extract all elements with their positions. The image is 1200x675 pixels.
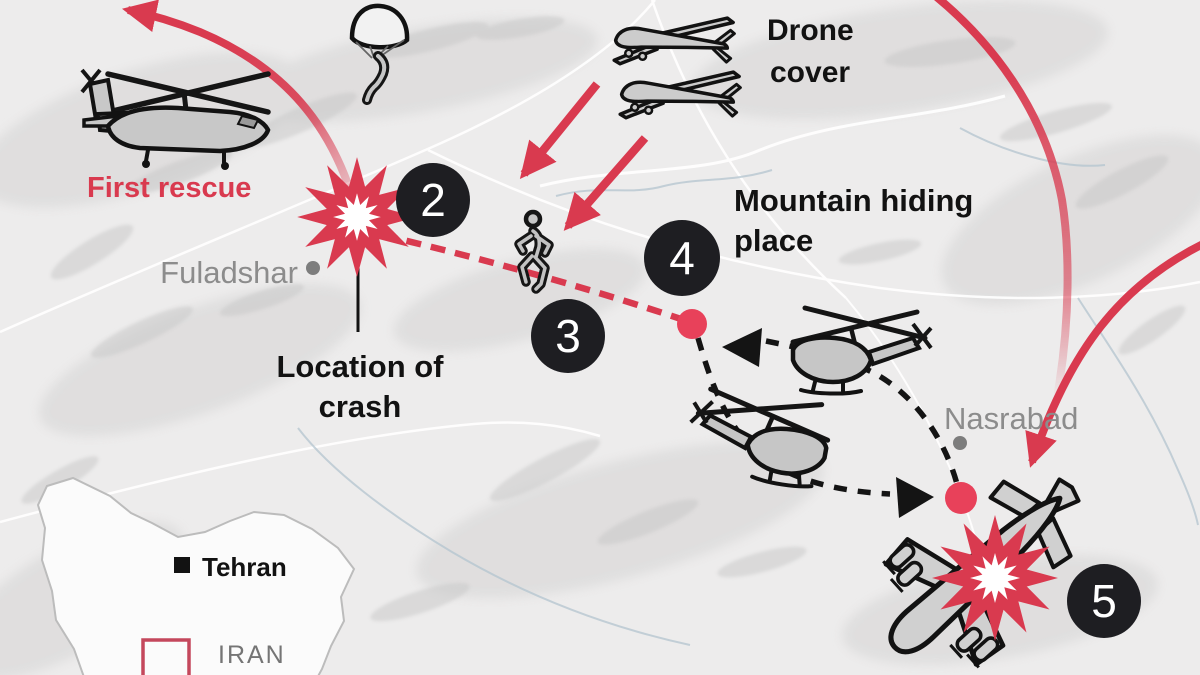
step-marker-2: 2 — [396, 163, 470, 237]
crash-starburst-icon — [297, 157, 417, 277]
fuladshar-city-dot — [306, 261, 320, 275]
ingress-arc-southeast-arrow — [1025, 241, 1200, 468]
mountain-hiding-label-line1: Mountain hiding — [734, 183, 973, 218]
utility-helicopter-icon-1 — [790, 305, 933, 396]
hideout-red-dot — [677, 309, 707, 339]
reaper-drone-icon-1 — [612, 16, 736, 66]
step-marker-2-number: 2 — [420, 174, 446, 226]
step-marker-5-number: 5 — [1091, 575, 1117, 627]
route-arrowhead-right — [896, 477, 934, 518]
utility-helicopter-icon-2 — [689, 386, 831, 489]
reaper-drone-icon-2 — [618, 70, 742, 120]
plane-crash-starburst-icon — [932, 515, 1058, 641]
parachutist-icon — [349, 3, 410, 105]
iran-label: IRAN — [218, 641, 286, 669]
route-arrowhead-left — [722, 328, 762, 367]
nasrabad-city-dot — [953, 436, 967, 450]
blackhawk-helicopter-icon — [80, 68, 271, 170]
location-of-crash-label-line2: crash — [319, 389, 402, 424]
tehran-square-marker — [174, 557, 190, 573]
running-soldier-icon — [514, 209, 554, 294]
iran-legend-box — [141, 638, 191, 675]
iran-country-shape — [36, 476, 356, 675]
ingress-arc-fading — [933, 0, 1072, 396]
step-marker-4: 4 — [644, 220, 720, 296]
egress-arc-northwest-arrow — [121, 0, 355, 195]
mountain-hiding-label-line2: place — [734, 223, 813, 258]
step-marker-4-number: 4 — [669, 232, 695, 284]
step-marker-3-number: 3 — [555, 310, 581, 362]
drone-cover-arrows — [519, 81, 649, 231]
drone-cover-label-line2: cover — [770, 56, 850, 89]
pickup-red-dot — [945, 482, 977, 514]
map-roads — [0, 0, 1200, 541]
step-marker-3: 3 — [531, 299, 605, 373]
drone-arrow-1 — [519, 81, 601, 180]
iran-inset-map: Tehran IRAN — [36, 476, 356, 675]
nasrabad-label: Nasrabad — [944, 401, 1078, 436]
first-rescue-label: First rescue — [87, 172, 251, 204]
tehran-label: Tehran — [202, 552, 287, 582]
crash-to-hideout-dashed-route — [381, 231, 686, 324]
location-of-crash-label-line1: Location of — [276, 349, 444, 384]
drone-arrow-2 — [563, 135, 649, 231]
step-marker-5: 5 — [1067, 564, 1141, 638]
drone-cover-label-line1: Drone — [767, 14, 854, 47]
fuladshar-label: Fuladshar — [160, 255, 298, 290]
